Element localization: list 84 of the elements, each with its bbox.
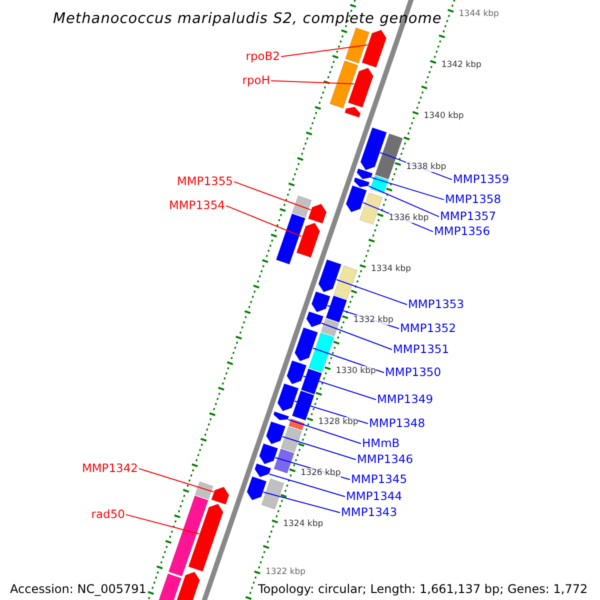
gene-pentagon xyxy=(360,127,387,170)
gene-pentagon xyxy=(273,411,290,420)
scale-label: 1332 kbp xyxy=(353,314,394,325)
gene-pentagon xyxy=(188,504,224,572)
gene-block xyxy=(359,192,383,225)
scale-label: 1322 kbp xyxy=(266,567,306,578)
gene-block xyxy=(334,265,358,300)
gene-label: MMP1348 xyxy=(369,416,426,430)
scale-label: 1324 kbp xyxy=(283,519,324,530)
gene-pentagon xyxy=(246,476,267,500)
gene-pentagon xyxy=(259,443,278,464)
leader-line xyxy=(368,186,440,218)
gene-pentagon xyxy=(356,168,373,180)
gene-label: MMP1358 xyxy=(445,192,502,206)
gene-label: MMP1345 xyxy=(351,472,408,486)
gene-label: MMP1351 xyxy=(393,342,450,356)
gene-pentagon xyxy=(308,204,327,224)
scale-label: 1338 kbp xyxy=(406,162,446,172)
scale-label: 1334 kbp xyxy=(371,264,412,274)
gene-label: MMP1343 xyxy=(341,506,398,518)
gene-label: MMP1344 xyxy=(346,490,402,502)
gene-label: MMP1357 xyxy=(440,210,496,222)
gene-block xyxy=(320,318,340,337)
gene-label: MMP1359 xyxy=(453,172,510,186)
gene-label: MMP1353 xyxy=(408,298,464,310)
scale-label: 1344 kbp xyxy=(458,8,499,19)
accession-text: Accession: NC_005791 xyxy=(10,582,146,597)
gene-pentagon xyxy=(306,311,324,328)
gene-block xyxy=(274,448,294,474)
gene-block xyxy=(300,368,322,395)
gene-block xyxy=(261,478,284,510)
gene-pentagon xyxy=(211,486,230,505)
leader-line xyxy=(262,492,340,514)
gene-block xyxy=(194,481,214,500)
gene-label: MMP1356 xyxy=(434,224,490,238)
gene-pentagon xyxy=(286,360,307,384)
gene-label: MMP1354 xyxy=(168,198,225,212)
gene-block xyxy=(374,133,403,180)
gene-block xyxy=(280,426,302,453)
gene-label: rpoH xyxy=(242,74,270,86)
gene-label: HMmB xyxy=(362,436,400,450)
scale-label: 1326 kbp xyxy=(300,468,341,478)
leader-line xyxy=(234,181,312,210)
title-text: Methanococcus maripaludis S2, complete genome xyxy=(52,11,443,27)
scale-label: 1328 kbp xyxy=(318,417,358,427)
gene-pentagon xyxy=(311,291,330,312)
leader-line xyxy=(302,376,376,400)
gene-label: rad50 xyxy=(91,508,125,520)
gene-block xyxy=(276,213,306,265)
leader-line xyxy=(336,279,408,306)
scale-label: 1336 kbp xyxy=(388,212,429,223)
leader-line xyxy=(269,474,346,498)
leader-line xyxy=(282,436,356,460)
gene-label: MMP1342 xyxy=(82,462,138,474)
gene-pentagon xyxy=(344,106,361,118)
gene-label: MMP1346 xyxy=(357,452,414,466)
gene-label: MMP1352 xyxy=(400,322,456,334)
gene-pentagon xyxy=(254,463,272,478)
leader-line xyxy=(226,205,302,237)
scale-label: 1342 kbp xyxy=(441,60,482,70)
gene-block xyxy=(345,27,370,64)
leader-line xyxy=(126,514,200,534)
leader-line xyxy=(288,419,362,444)
leader-line xyxy=(270,80,355,84)
gene-block xyxy=(308,332,334,373)
gene-label: rpoB2 xyxy=(246,50,280,62)
gene-block xyxy=(330,60,358,109)
gene-pentagon xyxy=(362,30,387,68)
gene-pentagon xyxy=(354,177,370,188)
gene-block xyxy=(292,195,312,218)
scale-label: 1330 kbp xyxy=(336,366,376,376)
gene-block xyxy=(292,390,314,421)
leader-line xyxy=(371,177,444,200)
gene-block xyxy=(168,495,208,577)
genome-info-text: Topology: circular; Length: 1,661,137 bp; Genes: 1,772 xyxy=(258,582,588,597)
leader-line xyxy=(321,322,392,350)
leader-line xyxy=(294,400,368,424)
leader-line xyxy=(280,44,368,58)
gene-block xyxy=(370,175,388,194)
scale-label: 1340 kbp xyxy=(424,110,464,121)
gene-label: MMP1350 xyxy=(385,366,442,378)
gene-pentagon xyxy=(318,259,342,292)
gene-label: MMP1349 xyxy=(377,392,434,406)
gene-label: MMP1355 xyxy=(176,174,233,188)
